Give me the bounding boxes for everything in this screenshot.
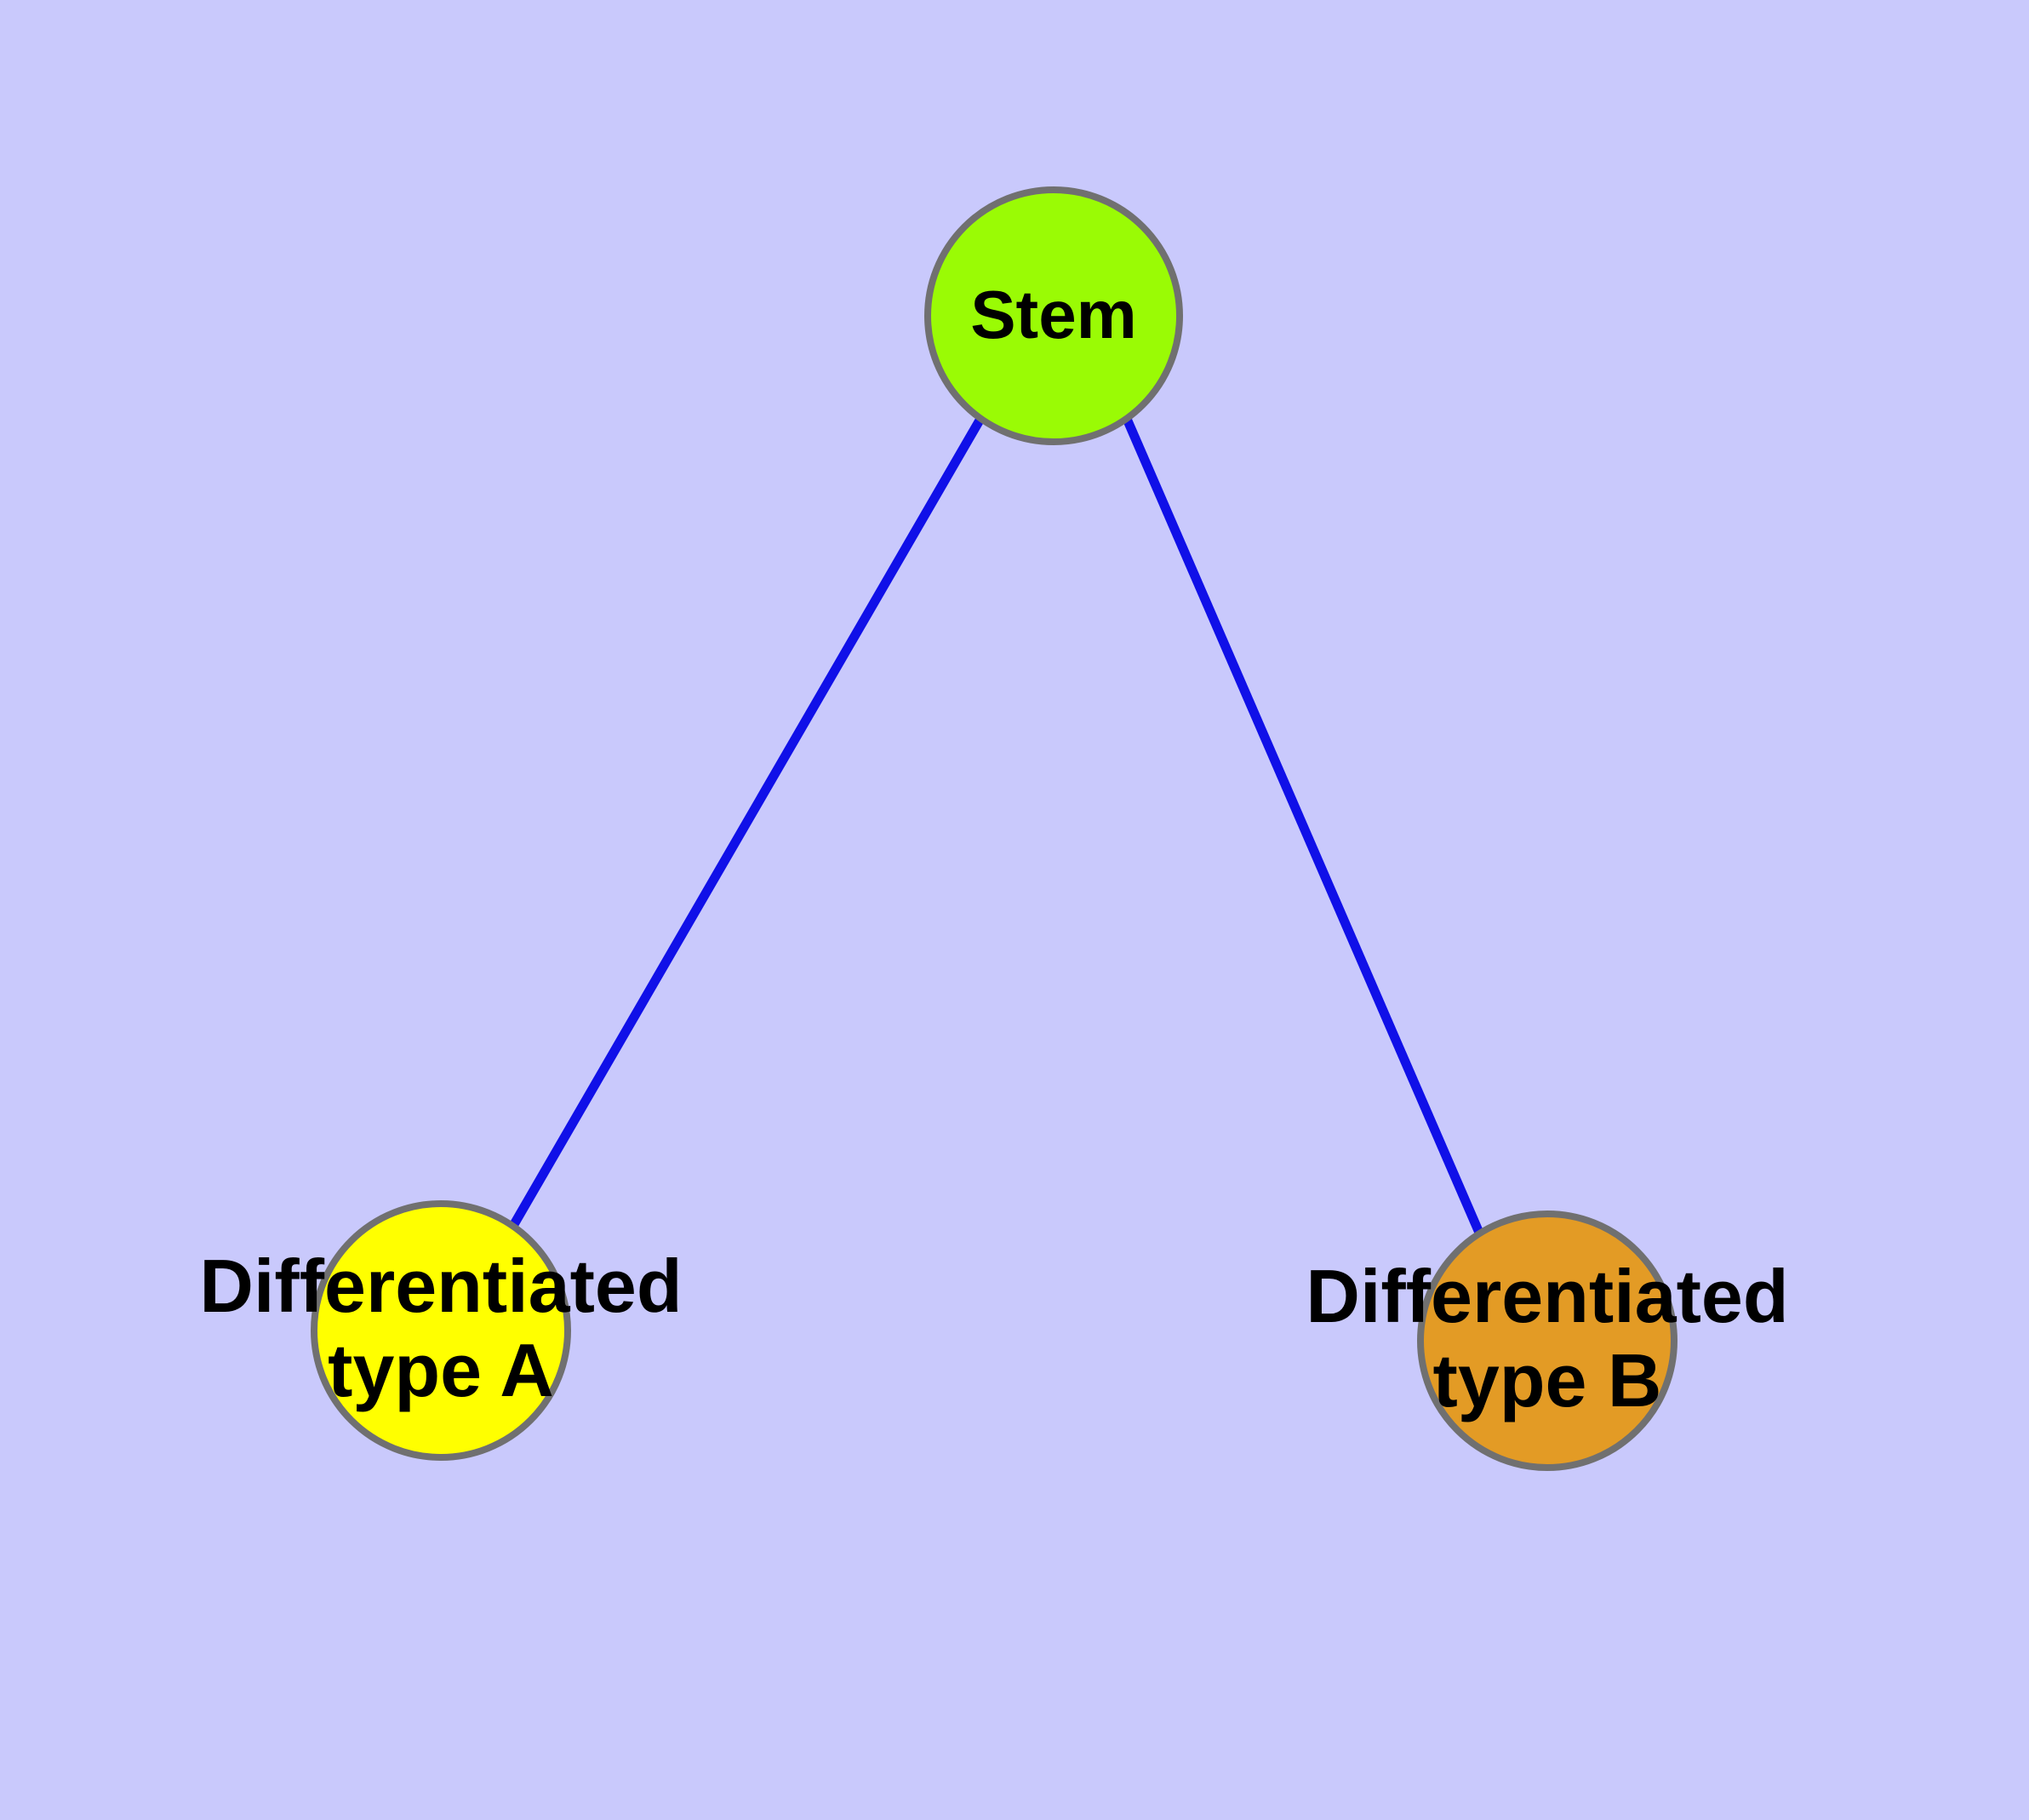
node-diff-a-circle[interactable] <box>311 1200 571 1461</box>
edge-stem-to-diff-a[interactable] <box>509 416 985 1228</box>
node-stem-circle[interactable] <box>924 186 1183 445</box>
edge-stem-to-diff-b[interactable] <box>1122 416 1484 1235</box>
node-layer <box>311 186 1677 1471</box>
node-diff-b-circle[interactable] <box>1417 1210 1677 1471</box>
edge-layer <box>509 416 1484 1235</box>
